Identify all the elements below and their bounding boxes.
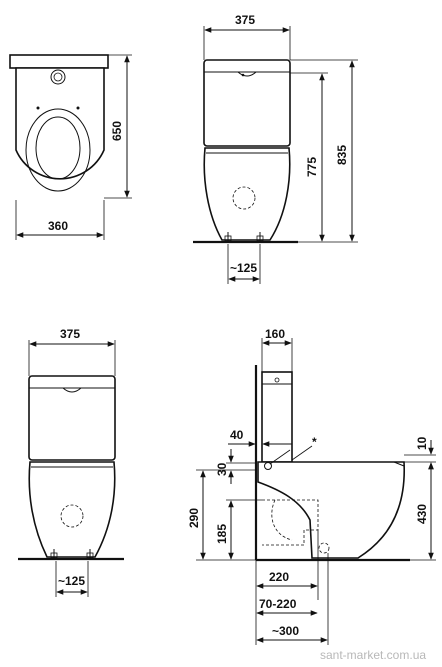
front2-cistern xyxy=(28,375,116,461)
front-cistern xyxy=(203,59,291,147)
dim-side-lid-offset: 10 xyxy=(415,436,429,450)
dim-side-overall-depth: ~300 xyxy=(272,624,299,638)
watermark: sant-market.com.ua xyxy=(320,648,426,662)
dim-side-wall-gap: 40 xyxy=(230,428,244,442)
top-view-cistern-lid xyxy=(9,54,109,69)
front-view-upper: 375 775 835 ~125 xyxy=(193,13,358,284)
dim-front2-cistern-width: 375 xyxy=(60,327,80,341)
top-view-seat xyxy=(25,108,91,192)
side-note-marker: * xyxy=(312,435,317,449)
front2-outlet-icon xyxy=(60,504,84,528)
flush-button-icon xyxy=(50,69,66,85)
side-inlet-icon xyxy=(264,462,272,470)
dim-front-height-total: 835 xyxy=(335,145,349,165)
top-view: 650 360 xyxy=(9,54,132,240)
dim-side-bowl-height: 430 xyxy=(415,504,429,524)
side-view: 160 40 * 10 430 30 290 185 xyxy=(187,327,436,645)
dim-side-outlet-height: 185 xyxy=(215,524,229,544)
dim-side-cistern-depth: 160 xyxy=(265,327,285,341)
side-bowl xyxy=(257,461,406,559)
front-view-lower: 375 ~125 xyxy=(18,327,124,597)
front-bowl xyxy=(203,147,291,241)
dim-front2-outlet-spacing: ~125 xyxy=(58,574,85,588)
dim-front-cistern-width: 375 xyxy=(235,13,255,27)
top-view-seat-opening xyxy=(35,116,81,180)
dim-front-height-cistern: 775 xyxy=(305,157,319,177)
top-view-bowl xyxy=(15,67,105,180)
dim-front-outlet-spacing: ~125 xyxy=(230,261,257,275)
dim-side-outlet-distance: 220 xyxy=(269,570,289,584)
dim-side-outlet-height-total: 290 xyxy=(187,508,201,528)
side-cistern xyxy=(261,371,293,463)
dim-side-inlet-offset: 30 xyxy=(215,462,229,476)
dim-top-depth: 650 xyxy=(110,121,124,141)
dim-side-outlet-range: 70-220 xyxy=(259,597,297,611)
front2-bowl xyxy=(28,461,116,558)
side-outlet-hidden xyxy=(262,499,319,546)
dim-top-width: 360 xyxy=(48,219,68,233)
front-outlet-icon xyxy=(232,186,256,210)
